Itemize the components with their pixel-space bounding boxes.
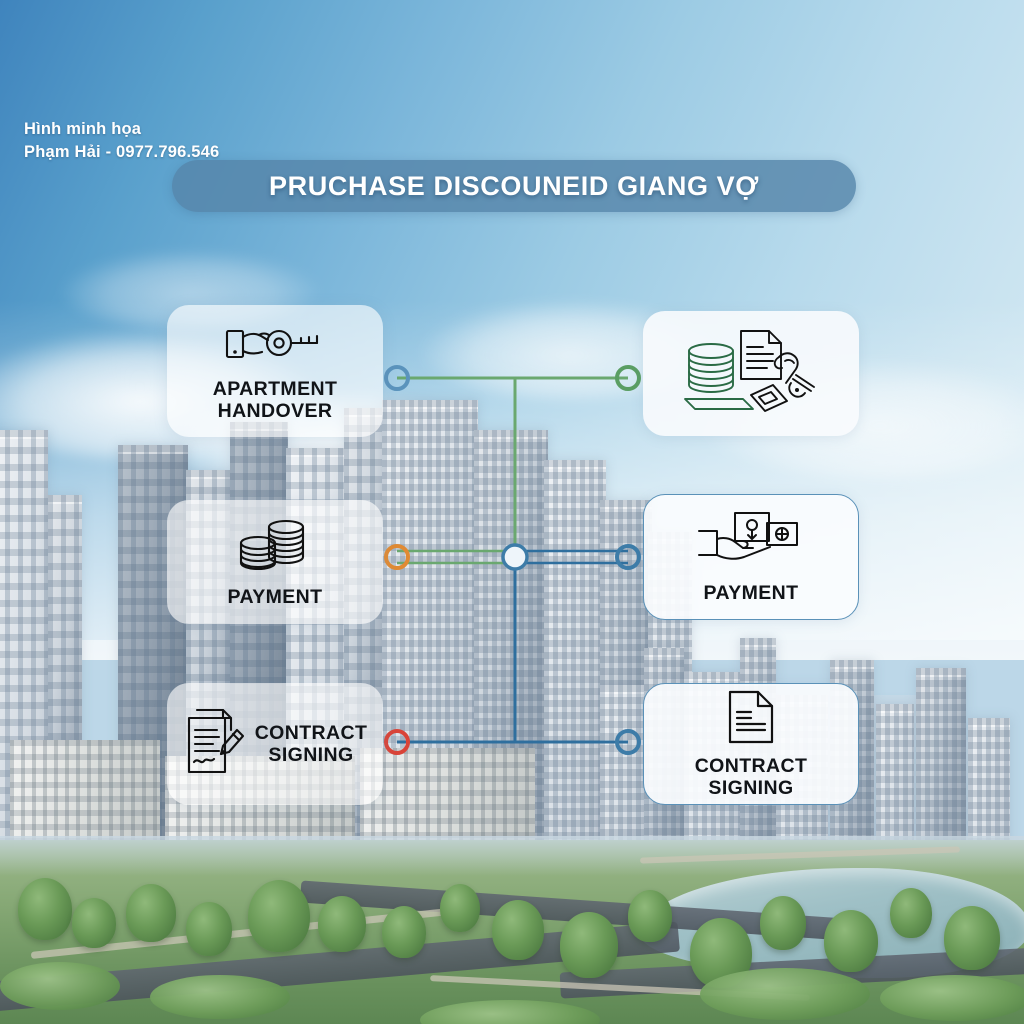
card-label: APARTMENT HANDOVER <box>212 377 338 422</box>
document-lines-icon <box>724 690 778 749</box>
card-handover-payment-doc[interactable] <box>643 311 859 436</box>
coin-stacks-icon <box>236 517 314 580</box>
card-contract-signing-right[interactable]: CONTRACT SIGNING <box>643 683 859 805</box>
watermark-line-2: Phạm Hải - 0977.796.546 <box>24 143 220 161</box>
card-label: PAYMENT <box>227 585 323 608</box>
page-title: PRUCHASE DISCOUNEID GIANG VỢ <box>269 170 759 201</box>
watermark: Hình minh họa Phạm Hải - 0977.796.546 <box>24 118 219 164</box>
hand-cash-card-icon <box>697 511 805 576</box>
card-label: PAYMENT <box>703 581 799 604</box>
contract-pen-icon <box>183 706 245 783</box>
hand-key-icon <box>223 321 327 372</box>
coins-document-hand-icon <box>675 323 827 424</box>
card-contract-signing-left[interactable]: CONTRACT SIGNING <box>167 683 383 805</box>
card-payment-left[interactable]: PAYMENT <box>167 500 383 624</box>
card-apartment-handover[interactable]: APARTMENT HANDOVER <box>167 305 383 437</box>
card-label: CONTRACT SIGNING <box>254 722 368 766</box>
card-payment-right[interactable]: PAYMENT <box>643 494 859 620</box>
title-banner: PRUCHASE DISCOUNEID GIANG VỢ <box>172 160 856 212</box>
card-label: CONTRACT SIGNING <box>694 754 808 799</box>
watermark-line-1: Hình minh họa <box>24 120 142 138</box>
